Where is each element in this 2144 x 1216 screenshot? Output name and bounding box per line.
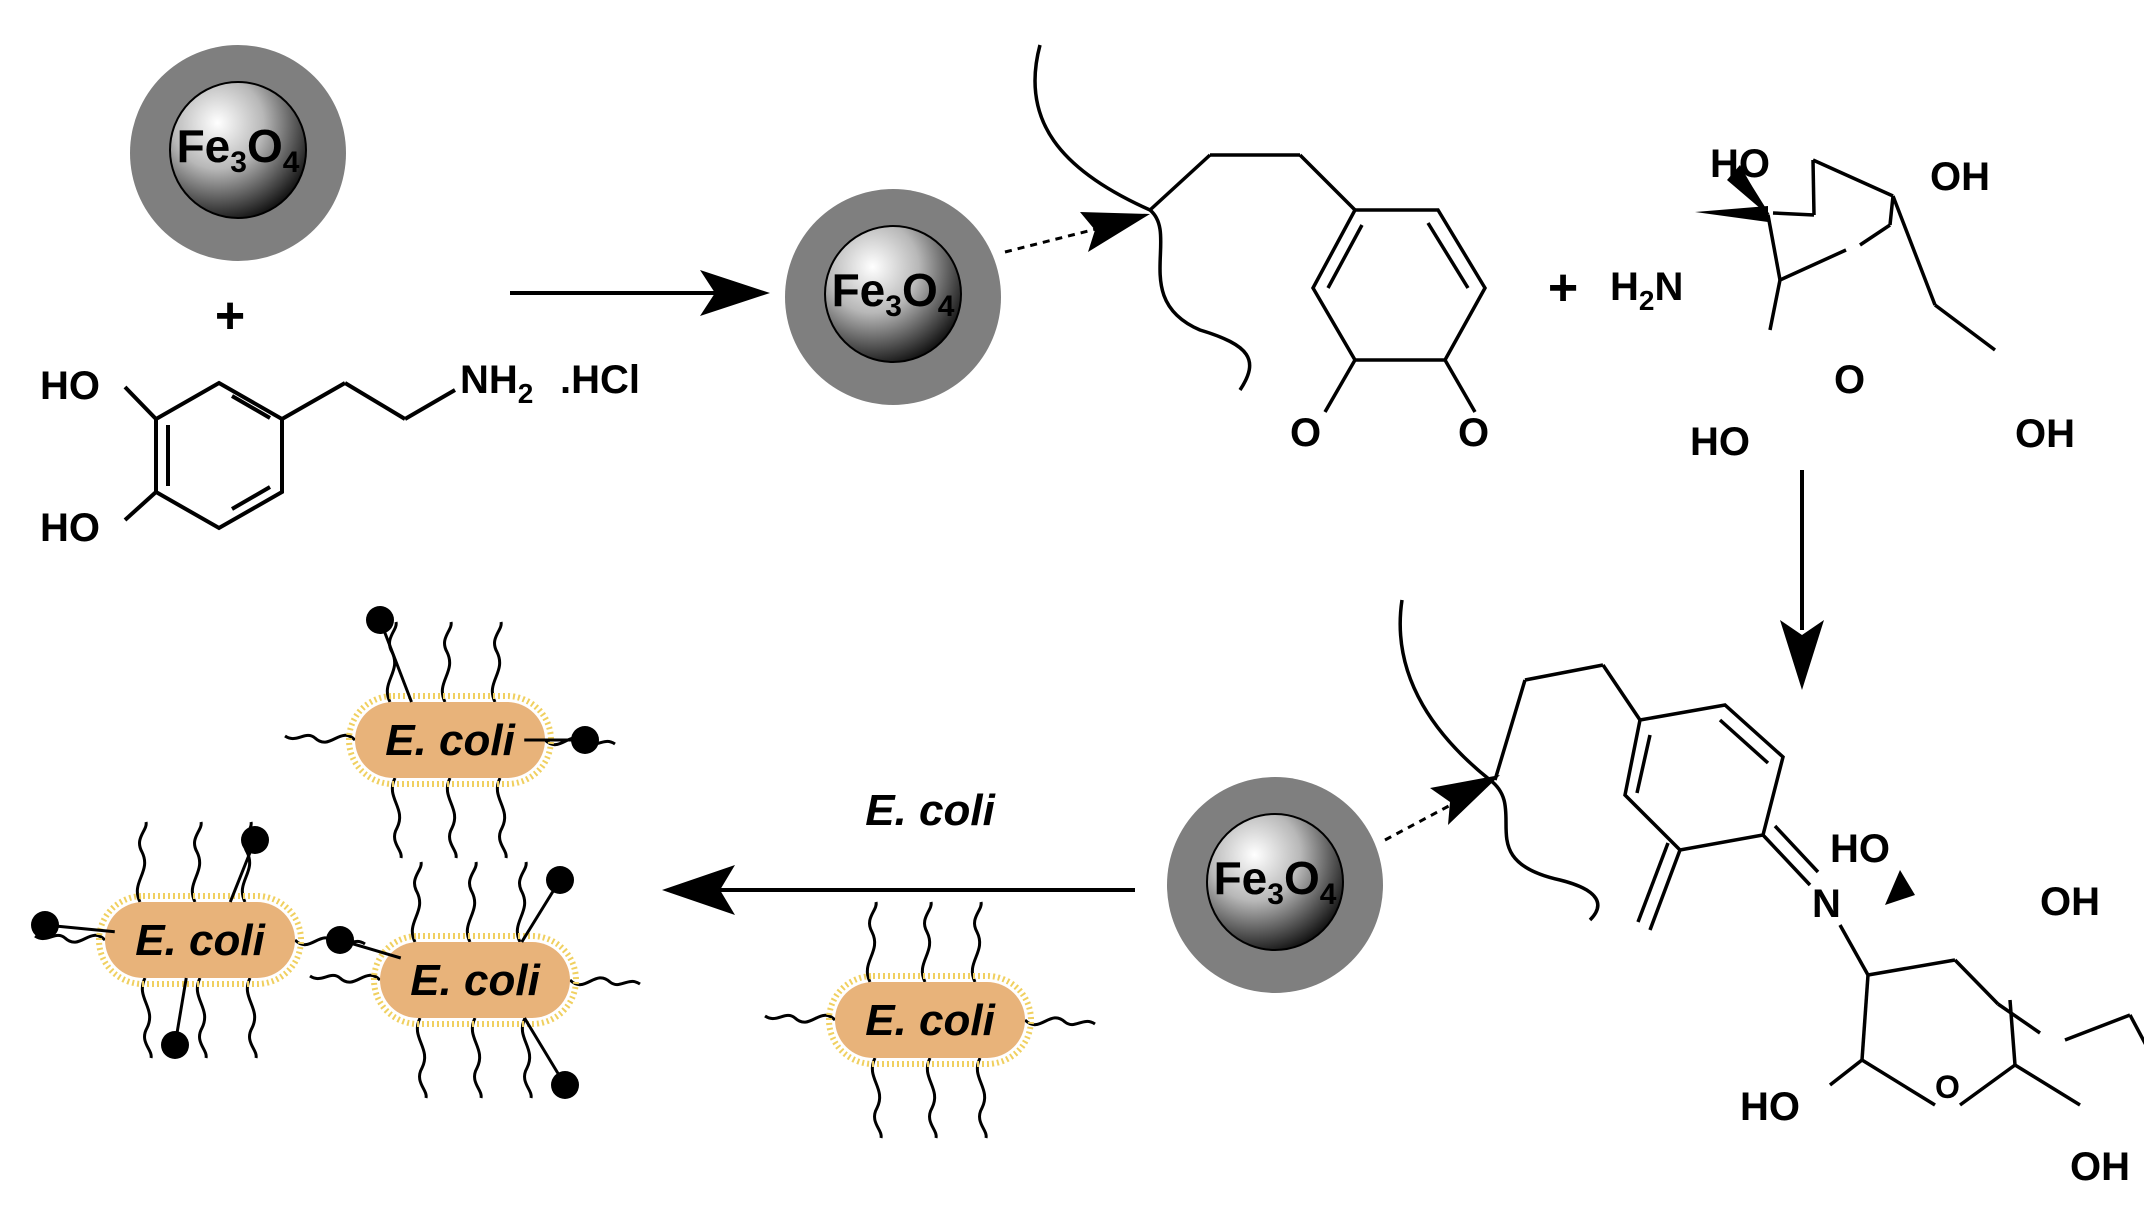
flagellum xyxy=(284,733,357,744)
bacterium-label: E. coli xyxy=(385,716,515,765)
dopamine-amine: NH2 xyxy=(460,358,533,409)
glucosamine-oh-bottom-left: HO xyxy=(1690,420,1750,464)
bacterium-fringe xyxy=(346,693,554,787)
quinone-o-right: O xyxy=(1458,411,1489,455)
flagellum xyxy=(490,621,503,703)
flagellum xyxy=(390,777,403,859)
plus-sign-2: + xyxy=(1548,259,1578,317)
bacterium-label: E. coli xyxy=(135,916,265,965)
product-wedge xyxy=(1885,870,1915,905)
product-oh-ch2: OH xyxy=(2070,1145,2130,1189)
bacterium-fringe xyxy=(826,973,1034,1067)
bound-nanoparticle-dot xyxy=(326,926,354,954)
dopamine-structure xyxy=(123,380,457,531)
flagellum xyxy=(495,777,508,859)
bacterium-fringe xyxy=(96,893,304,987)
dopamine-oh-top: HO xyxy=(40,364,100,408)
glucosamine-oh-top-left: HO xyxy=(1710,142,1770,186)
flagellum xyxy=(415,1017,428,1099)
bacterium-3: E. coli xyxy=(309,861,641,1099)
reaction-arrow-2 xyxy=(1780,470,1824,690)
bacterium-body xyxy=(380,942,570,1018)
fe3o4-label-3: Fe3O4 xyxy=(1214,852,1337,911)
bound-nanoparticle-dot xyxy=(546,866,574,894)
bacterium-body xyxy=(835,982,1025,1058)
flagellum xyxy=(764,1013,837,1024)
bacterium-label: E. coli xyxy=(865,996,995,1045)
flagellum xyxy=(309,973,382,984)
flagellum xyxy=(445,777,458,859)
flagellum xyxy=(925,1057,938,1139)
glucosamine-ring-o: O xyxy=(1834,358,1865,402)
bound-nanoparticle-dot xyxy=(366,606,394,634)
fe3o4-label-1: Fe3O4 xyxy=(177,120,300,179)
flagellum xyxy=(1023,1016,1096,1027)
flagellum xyxy=(140,977,153,1059)
flagellum xyxy=(870,1057,883,1139)
bacteria-layer: E. coli E. coli E. coli E. coli xyxy=(31,606,1096,1139)
bacterium-body xyxy=(105,902,295,978)
flagellum xyxy=(520,1017,533,1099)
dotted-link-1 xyxy=(1004,212,1150,254)
bound-nanoparticle-dot xyxy=(551,1071,579,1099)
flagellum xyxy=(410,861,423,943)
dopamine-salt: .HCl xyxy=(560,358,640,402)
nanoparticle-3: Fe3O4 xyxy=(1167,777,1383,993)
bound-nanoparticle-dot xyxy=(31,911,59,939)
product-oh-top: HO xyxy=(1830,827,1890,871)
glucosamine-oh-top-right: OH xyxy=(1930,155,1990,199)
quinone-o-left: O xyxy=(1290,411,1321,455)
flagellum xyxy=(515,861,528,943)
bacterium-label: E. coli xyxy=(410,956,540,1005)
flagellum xyxy=(568,976,641,987)
dotted-link-2 xyxy=(1384,775,1500,842)
bound-nanoparticle-dot xyxy=(241,826,269,854)
flagellum xyxy=(970,901,983,983)
glucosamine-wedge-2 xyxy=(1727,165,1768,215)
bacterium-fringe xyxy=(371,933,579,1027)
flagellum xyxy=(440,621,453,703)
flagellum xyxy=(465,861,478,943)
plus-sign-1: + xyxy=(215,287,245,345)
product-ring-o: O xyxy=(1935,1069,1960,1105)
nanoparticle-2: Fe3O4 xyxy=(785,189,1001,405)
flagellum xyxy=(245,977,258,1059)
flagellum xyxy=(470,1017,483,1099)
product-oh-right: OH xyxy=(2040,880,2100,924)
flagellum xyxy=(190,821,203,903)
bacterium-2: E. coli xyxy=(31,821,366,1059)
reagent-ecoli-label: E. coli xyxy=(865,786,995,835)
tether xyxy=(378,619,413,703)
fe3o4-label-2: Fe3O4 xyxy=(832,264,955,323)
glucosamine-amine: H2N xyxy=(1610,265,1683,316)
quinone-structure xyxy=(1033,44,1488,413)
flagellum xyxy=(135,821,148,903)
bacterium-4: E. coli xyxy=(764,901,1096,1139)
bacterium-1: E. coli xyxy=(284,606,616,859)
bacterium-body xyxy=(355,702,545,778)
dopamine-oh-bottom: HO xyxy=(40,506,100,550)
flagellum xyxy=(975,1057,988,1139)
flagellum xyxy=(865,901,878,983)
flagellum xyxy=(195,977,208,1059)
glucosamine-oh-ch2: OH xyxy=(2015,412,2075,456)
product-oh-bottom-left: HO xyxy=(1740,1085,1800,1129)
flagellum xyxy=(920,901,933,983)
reaction-arrow-1 xyxy=(510,270,770,316)
reaction-arrow-3 xyxy=(662,865,1135,915)
nanoparticle-1: Fe3O4 xyxy=(130,45,346,261)
product-imine-n: N xyxy=(1812,882,1841,926)
bound-nanoparticle-dot xyxy=(571,726,599,754)
glucosamine-wedge xyxy=(1695,206,1768,222)
bound-nanoparticle-dot xyxy=(161,1031,189,1059)
product-structure xyxy=(1398,599,2144,1107)
